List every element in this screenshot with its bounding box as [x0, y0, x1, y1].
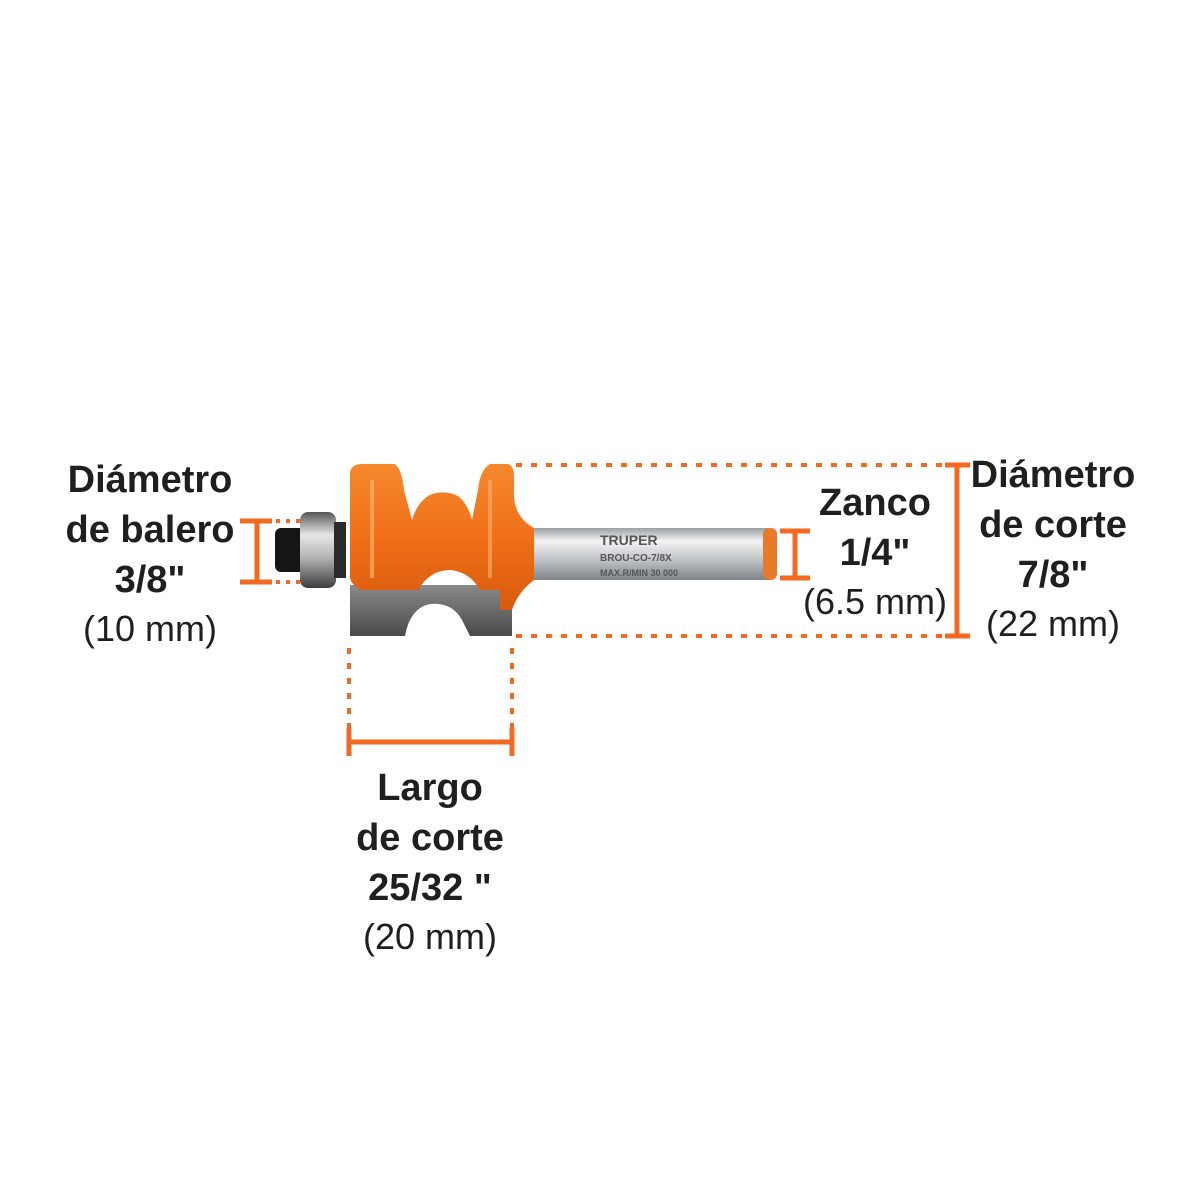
shank-value: 1/4" [839, 532, 911, 574]
carbide-cutter [350, 585, 512, 636]
cut-length-line1: Largo [377, 767, 483, 809]
bearing-diameter-label: Diámetro de balero 3/8" (10 mm) [50, 455, 250, 653]
cut-diameter-line2: de corte [979, 504, 1127, 546]
cut-diameter-bracket [945, 462, 970, 639]
cut-length-value: 25/32 " [368, 867, 492, 909]
shank-label: Zanco 1/4" (6.5 mm) [800, 478, 950, 626]
cut-length-bracket [346, 728, 515, 756]
bearing-label-line2: de balero [65, 509, 235, 551]
shank [515, 528, 777, 580]
bearing-metric: (10 mm) [83, 608, 217, 649]
cut-diameter-line1: Diámetro [970, 454, 1136, 496]
bearing-value: 3/8" [114, 559, 186, 601]
cut-length-metric: (20 mm) [363, 916, 497, 957]
cut-diameter-value: 7/8" [1017, 554, 1089, 596]
shank-label-line1: Zanco [819, 482, 931, 524]
speed-mark: MAX.R/MIN 30 000 [600, 568, 678, 578]
brand-mark: TRUPER [600, 532, 658, 548]
cut-diameter-metric: (22 mm) [986, 603, 1120, 644]
bearing [275, 512, 346, 588]
cut-diameter-label: Diámetro de corte 7/8" (22 mm) [968, 450, 1138, 648]
bearing-label-line1: Diámetro [67, 459, 233, 501]
shank-metric: (6.5 mm) [803, 581, 947, 622]
shank-dimension-bracket [780, 528, 810, 581]
bearing-dimension-bracket [240, 518, 272, 585]
cut-length-line2: de corte [356, 817, 504, 859]
cut-length-label: Largo de corte 25/32 " (20 mm) [330, 763, 530, 961]
model-mark: BROU-CO-7/8X [600, 553, 672, 564]
